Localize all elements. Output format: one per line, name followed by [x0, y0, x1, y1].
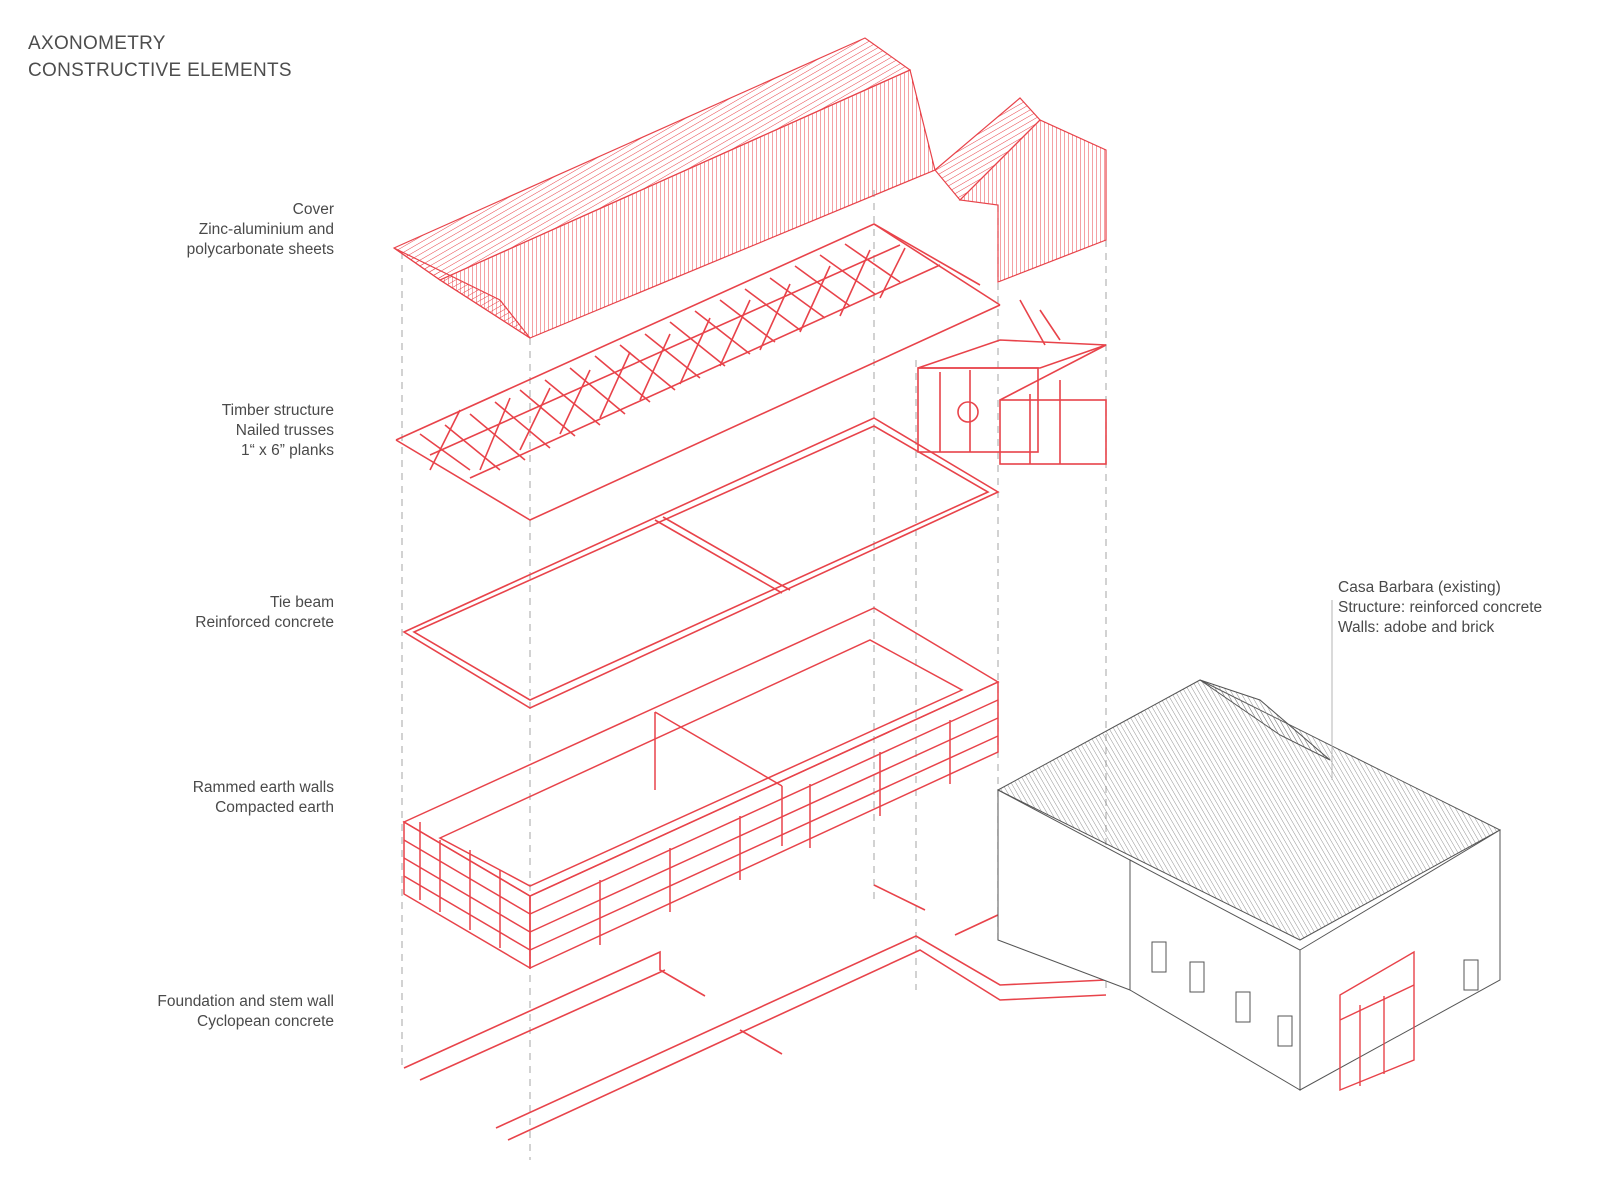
label-timber-line-1: Nailed trusses — [235, 422, 334, 439]
label-existing: Casa Barbara (existing) Structure: reinf… — [1338, 578, 1542, 638]
label-existing-name: Casa Barbara (existing) — [1338, 579, 1501, 596]
label-cover-line-2: polycarbonate sheets — [186, 241, 334, 258]
label-cover-line-1: Zinc-aluminium and — [198, 221, 334, 238]
label-foundation-name: Foundation and stem wall — [157, 993, 334, 1010]
tie-beam — [402, 417, 1000, 709]
label-foundation: Foundation and stem wall Cyclopean concr… — [4, 992, 334, 1032]
label-tie-beam: Tie beam Reinforced concrete — [4, 593, 334, 633]
diagram-title: AXONOMETRY CONSTRUCTIVE ELEMENTS — [28, 30, 292, 84]
title-line-2: CONSTRUCTIVE ELEMENTS — [28, 60, 292, 81]
title-line-1: AXONOMETRY — [28, 33, 166, 54]
label-tie-beam-name: Tie beam — [269, 594, 334, 611]
label-tie-beam-line-1: Reinforced concrete — [195, 614, 334, 631]
casa-barbara-building — [996, 600, 1502, 1091]
label-timber-line-2: 1“ x 6” planks — [240, 442, 334, 459]
label-existing-line-1: Structure: reinforced concrete — [1338, 599, 1543, 616]
timber-structure — [395, 223, 1107, 521]
label-timber-name: Timber structure — [221, 402, 334, 419]
guide-lines — [401, 190, 1107, 1160]
label-rammed-earth-line-1: Compacted earth — [215, 799, 334, 816]
label-existing-line-2: Walls: adobe and brick — [1338, 619, 1495, 636]
label-timber: Timber structure Nailed trusses 1“ x 6” … — [4, 401, 334, 461]
casa-barbara-bay-window — [1339, 950, 1415, 1092]
label-cover-name: Cover — [292, 201, 334, 218]
label-rammed-earth: Rammed earth walls Compacted earth — [4, 778, 334, 818]
label-rammed-earth-name: Rammed earth walls — [192, 779, 334, 796]
label-foundation-line-1: Cyclopean concrete — [197, 1013, 334, 1030]
cover-roof — [392, 37, 1107, 339]
rammed-earth-walls — [402, 607, 1000, 970]
label-cover: Cover Zinc-aluminium and polycarbonate s… — [4, 200, 334, 260]
